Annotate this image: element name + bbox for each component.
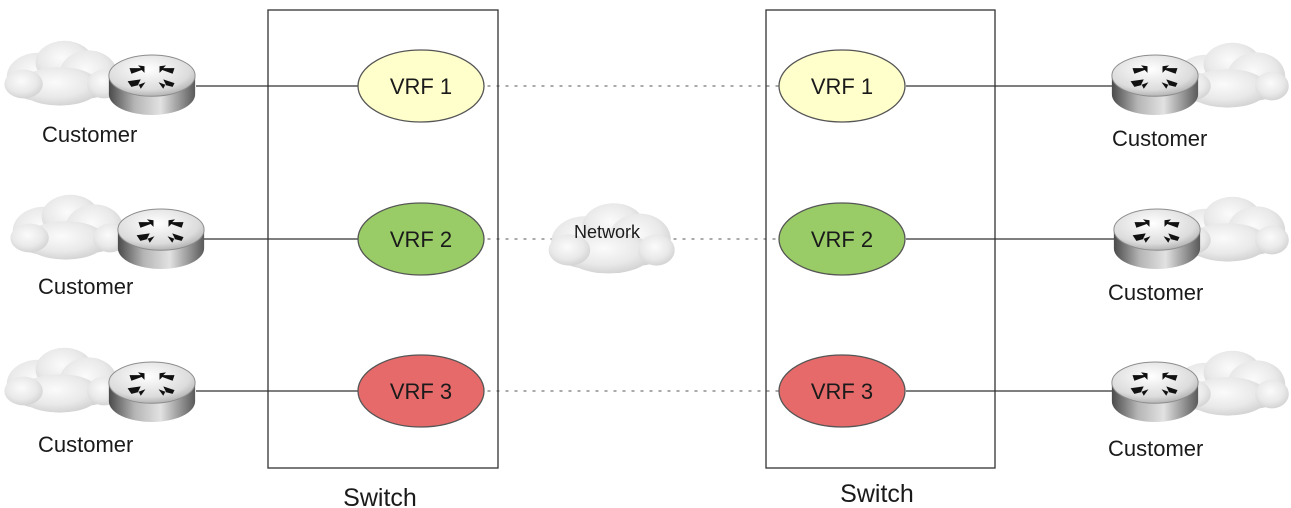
vrf-ellipse bbox=[778, 202, 906, 276]
router-icon bbox=[1113, 208, 1201, 270]
vrf-label: VRF 3 bbox=[811, 379, 873, 404]
customer-sites: CustomerCustomerCustomerCustomerCustomer… bbox=[4, 40, 1289, 461]
customer-site: Customer bbox=[1108, 350, 1289, 461]
customer-label: Customer bbox=[1112, 126, 1207, 151]
customer-site: Customer bbox=[10, 194, 205, 299]
customer-label: Customer bbox=[38, 432, 133, 457]
router-icon bbox=[1111, 361, 1199, 423]
customer-label: Customer bbox=[1108, 436, 1203, 461]
switch-boxes: Switch Switch bbox=[267, 9, 996, 508]
vrf-node: VRF 2 bbox=[357, 202, 485, 276]
network-label: Network bbox=[574, 222, 641, 242]
vrf-label: VRF 1 bbox=[390, 74, 452, 99]
vrf-node: VRF 3 bbox=[357, 354, 485, 428]
customer-label: Customer bbox=[1108, 280, 1203, 305]
vrf-label: VRF 1 bbox=[811, 74, 873, 99]
vrf-label: VRF 3 bbox=[390, 379, 452, 404]
switch-label: Switch bbox=[840, 480, 914, 508]
vrf-ellipse bbox=[357, 49, 485, 123]
router-icon bbox=[108, 54, 196, 116]
network-cloud-group: Network bbox=[548, 203, 675, 274]
router-icon bbox=[108, 361, 196, 423]
vrf-ellipse bbox=[778, 49, 906, 123]
cloud-icon bbox=[4, 40, 121, 106]
switch-box bbox=[765, 9, 996, 469]
cloud-icon bbox=[10, 194, 127, 260]
cloud-icon bbox=[4, 347, 121, 413]
customer-label: Customer bbox=[38, 274, 133, 299]
link-lines bbox=[196, 85, 1116, 392]
vrf-ellipse bbox=[357, 354, 485, 428]
customer-site: Customer bbox=[1111, 42, 1289, 151]
router-icon bbox=[117, 208, 205, 270]
vrf-node: VRF 3 bbox=[778, 354, 906, 428]
customer-site: Customer bbox=[4, 40, 196, 147]
customer-site: Customer bbox=[1108, 196, 1289, 305]
router-icon bbox=[1111, 54, 1199, 116]
vrf-ellipse bbox=[778, 354, 906, 428]
vrf-instances: VRF 1 VRF 2 VRF 3 VRF 1 VRF 2 VRF 3 bbox=[357, 49, 906, 428]
customer-site: Customer bbox=[4, 347, 196, 457]
vrf-node: VRF 1 bbox=[357, 49, 485, 123]
switch-box bbox=[267, 9, 499, 469]
vrf-node: VRF 1 bbox=[778, 49, 906, 123]
switch-label: Switch bbox=[343, 484, 417, 508]
customer-label: Customer bbox=[42, 122, 137, 147]
vrf-ellipse bbox=[357, 202, 485, 276]
vrf-node: VRF 2 bbox=[778, 202, 906, 276]
vrf-label: VRF 2 bbox=[390, 227, 452, 252]
vrf-label: VRF 2 bbox=[811, 227, 873, 252]
